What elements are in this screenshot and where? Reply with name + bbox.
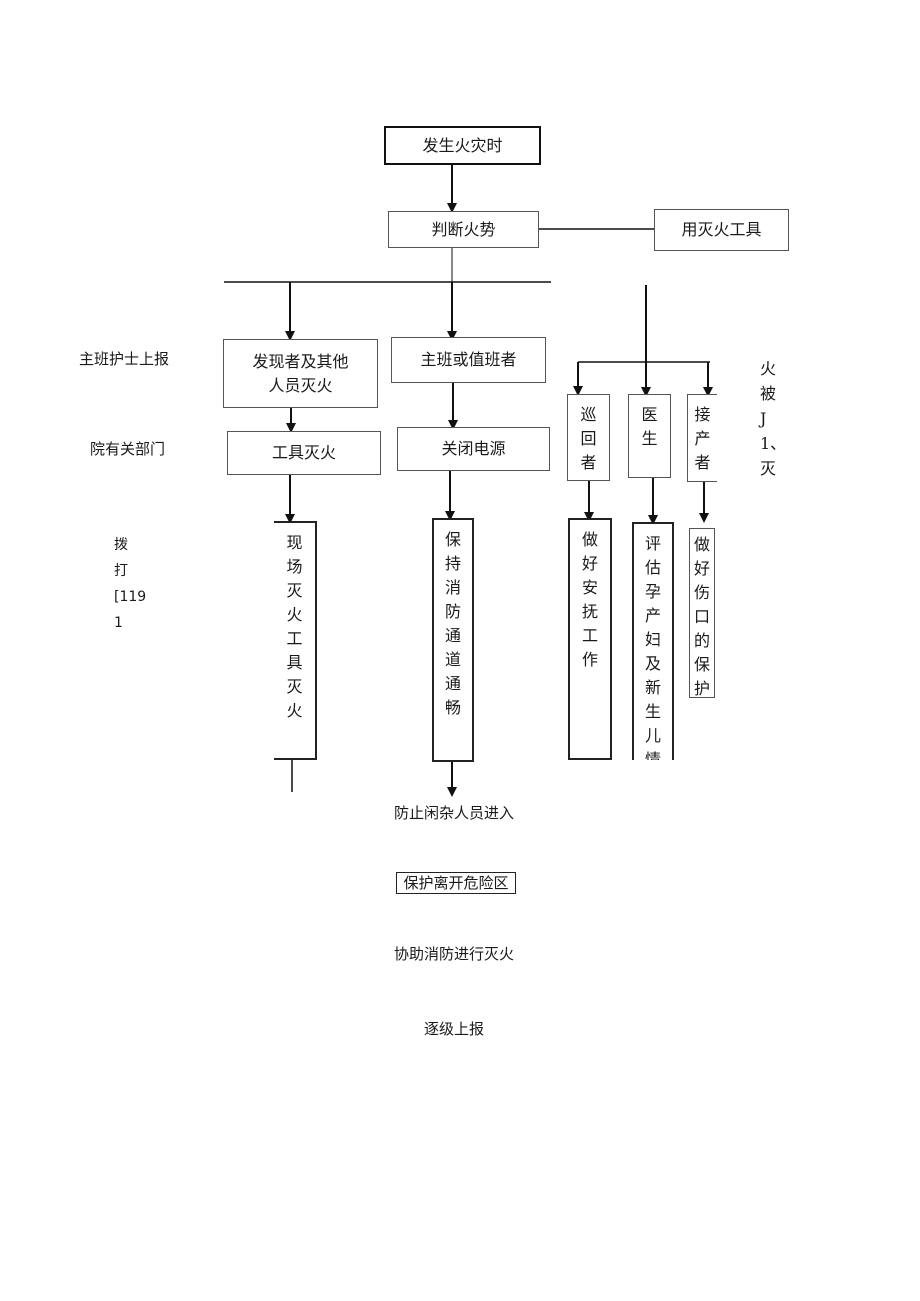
fire-occurs-box: 发生火灾时: [384, 126, 541, 165]
assess-box: 评 估 孕 产 妇 及 新 生 儿 情: [632, 522, 674, 760]
assist-fire-label: 协助消防进行灭火: [394, 945, 515, 963]
tool-extinguish-box: 工具灭火: [227, 431, 381, 475]
hospital-dept-label: 院有关部门: [90, 440, 166, 458]
onsite-tools-box: 现 场 灭 火 工 具 灭 火: [274, 521, 317, 760]
protect-wound-box: 做 好 伤 口 的 保 护: [689, 528, 715, 698]
comfort-work-box: 做 好 安 抚 工 作: [568, 518, 612, 760]
report-up-label: 逐级上报: [424, 1020, 485, 1038]
right-side-label: 火 被 J 1、 灭: [760, 359, 787, 478]
doctor-box: 医 生: [628, 394, 671, 478]
charge-nurse-box: 主班或值班者: [391, 337, 546, 383]
use-extinguisher-box: 用灭火工具: [654, 209, 789, 251]
judge-fire-box: 判断火势: [388, 211, 539, 248]
midwife-box: 接 产 者: [687, 394, 717, 482]
keep-passage-box: 保 持 消 防 通 道 通 畅: [432, 518, 474, 762]
report-head-label: 主班护士上报: [79, 350, 170, 368]
dial-119-label: 拨 打 [119 1: [114, 537, 147, 631]
discoverer-box: 发现者及其他 人员灭火: [223, 339, 378, 408]
protect-leave-box: 保护离开危险区: [396, 872, 516, 894]
patrol-box: 巡 回 者: [567, 394, 610, 481]
prevent-entry-label: 防止闲杂人员进入: [394, 804, 515, 822]
cut-power-box: 关闭电源: [397, 427, 550, 471]
